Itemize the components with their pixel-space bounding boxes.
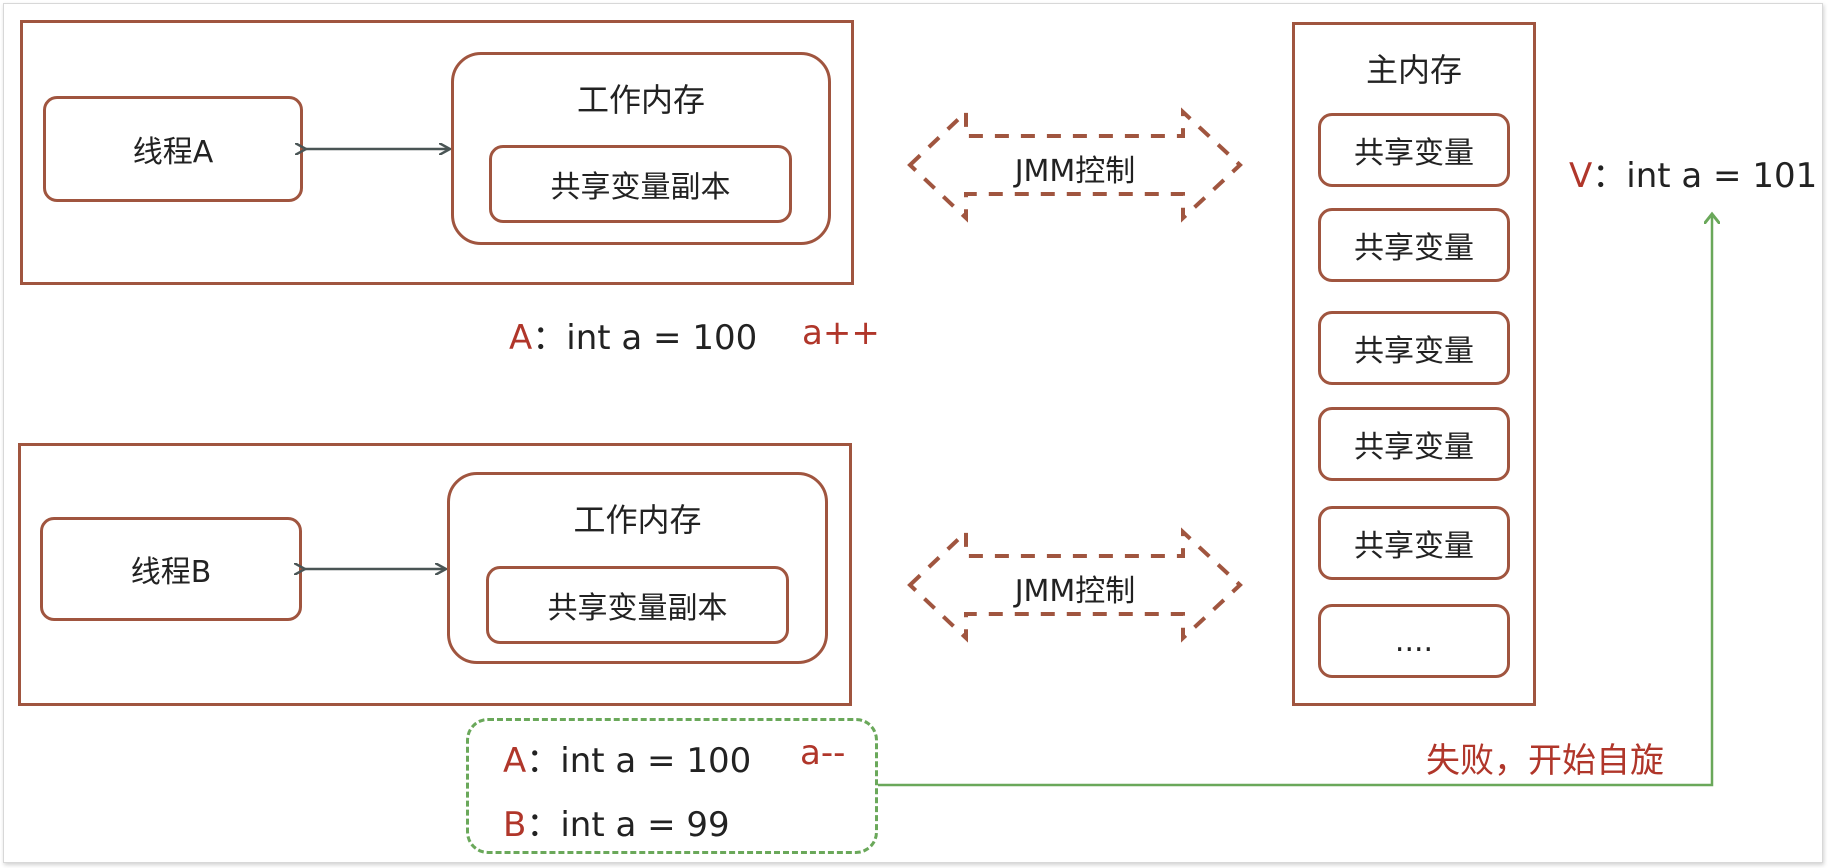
fail-spin-label: 失败，开始自旋 — [1426, 741, 1664, 781]
jmm-label-a: JMM控制 — [1014, 154, 1136, 189]
shared-variable-3-label: 共享变量 — [1354, 334, 1474, 369]
thread-a-value-text: ：int a = 100 — [532, 318, 758, 358]
thread-b-op: a-- — [800, 733, 846, 773]
shared-variable-more-label: .... — [1394, 623, 1434, 659]
shared-variable-1-label: 共享变量 — [1354, 136, 1474, 171]
thread-a-shared-copy-label: 共享变量副本 — [550, 170, 731, 205]
main-memory-title: 主内存 — [1365, 51, 1462, 89]
thread-b-b-value-text: ：int a = 99 — [526, 805, 730, 845]
thread-a-label: 线程A — [132, 135, 214, 170]
shared-variable-3: 共享变量 — [1318, 311, 1510, 385]
thread-b-b-value-prefix: B — [503, 805, 527, 845]
thread-b-working-memory-title: 工作内存 — [573, 501, 702, 539]
thread-a-box: 线程A — [43, 96, 303, 202]
shared-variable-1: 共享变量 — [1318, 113, 1510, 187]
thread-a-working-memory-title: 工作内存 — [576, 81, 705, 119]
shared-variable-2-label: 共享变量 — [1354, 231, 1474, 266]
thread-b-box: 线程B — [40, 517, 302, 621]
thread-b-label: 线程B — [130, 555, 212, 590]
thread-b-b-value-line: B：int a = 99 — [503, 797, 730, 846]
shared-variable-more: .... — [1318, 604, 1510, 678]
thread-b-a-value-prefix: A — [503, 741, 527, 781]
shared-variable-5: 共享变量 — [1318, 506, 1510, 580]
thread-b-a-value-line: A：int a = 100 — [503, 733, 751, 782]
thread-b-a-value-text: ：int a = 100 — [526, 741, 752, 781]
jmm-label-b: JMM控制 — [1014, 574, 1136, 609]
thread-b-shared-copy-label: 共享变量副本 — [547, 591, 728, 626]
shared-variable-4-label: 共享变量 — [1354, 430, 1474, 465]
thread-a-value-line: A：int a = 100 — [509, 310, 757, 359]
jmm-arrow-b — [907, 527, 1243, 643]
main-memory-value-line: V：int a = 101 — [1569, 148, 1817, 197]
thread-b-shared-copy: 共享变量副本 — [486, 566, 789, 644]
thread-a-op: a++ — [802, 313, 880, 353]
thread-b-values-box — [466, 718, 878, 854]
shared-variable-2: 共享变量 — [1318, 208, 1510, 282]
jmm-arrow-a — [907, 107, 1243, 223]
shared-variable-5-label: 共享变量 — [1354, 529, 1474, 564]
shared-variable-4: 共享变量 — [1318, 407, 1510, 481]
retry-arrow — [878, 216, 1712, 787]
thread-a-shared-copy: 共享变量副本 — [489, 145, 792, 223]
main-memory-value-text: ：int a = 101 — [1592, 156, 1818, 196]
thread-a-value-prefix: A — [509, 318, 533, 358]
main-memory-value-prefix: V — [1569, 156, 1593, 196]
